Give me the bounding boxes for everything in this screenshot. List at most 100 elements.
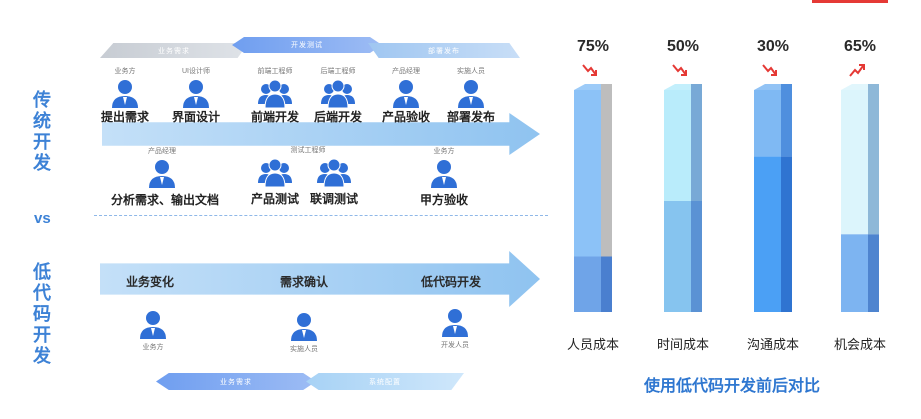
bar-segment-before xyxy=(664,90,691,201)
title-char: 低 xyxy=(33,262,51,282)
bar-value-label: 30% xyxy=(756,38,790,55)
top-accent-line xyxy=(812,0,888,3)
bar-side-before xyxy=(781,84,792,157)
role-card: 业务方 提出需求 xyxy=(100,66,150,125)
role-label: 产品测试 xyxy=(250,192,299,206)
bar-segment-after xyxy=(754,156,781,312)
bar-时间成本 xyxy=(664,84,702,312)
bar-segment-after xyxy=(664,201,691,312)
single-person-icon xyxy=(289,311,319,341)
role-card: 业务方 甲方验收 xyxy=(416,146,472,208)
single-person-icon xyxy=(391,78,421,108)
title-char: 统 xyxy=(33,111,51,131)
bar-side-before xyxy=(691,84,702,201)
role-card: UI设计师 界面设计 xyxy=(171,66,221,125)
role-card: 联调测试 xyxy=(306,146,362,207)
role-label: 产品验收 xyxy=(381,110,430,124)
bar-segment-before xyxy=(574,90,601,257)
trend-down-icon xyxy=(762,64,777,76)
role-caption: 产品经理 xyxy=(148,148,176,155)
role-label: 部署发布 xyxy=(446,110,495,124)
bar-category-label: 人员成本 xyxy=(566,337,619,352)
role-caption: UI设计师 xyxy=(182,68,210,75)
bar-category-label: 沟通成本 xyxy=(746,337,799,352)
title-traditional: 传 统 开 发 xyxy=(30,90,54,174)
title-char: 发 xyxy=(33,346,51,366)
bar-side-after xyxy=(868,234,879,312)
bar-value-label: 50% xyxy=(666,38,700,55)
title-char: 传 xyxy=(33,90,51,110)
chart-plot: 75% 人员成本 50% 时间成本 30% 沟通成本 65% 机会成本 xyxy=(560,30,910,360)
single-person-icon xyxy=(456,78,486,108)
title-char: 开 xyxy=(33,132,51,152)
role-caption xyxy=(306,146,362,155)
flow-step-label: 低代码开发 xyxy=(421,275,482,289)
group-people-icon xyxy=(258,157,292,187)
role-label: 分析需求、输出文档 xyxy=(111,193,220,207)
flow-step-label: 业务变化 xyxy=(126,275,175,289)
group-people-icon xyxy=(258,78,292,108)
role-label: 联调测试 xyxy=(309,192,358,206)
bar-side-after xyxy=(781,156,792,312)
role-card: 实施人员 xyxy=(276,311,332,354)
bar-segment-after xyxy=(574,256,601,312)
title-lowcode: 低 代 码 开 发 xyxy=(30,262,54,367)
role-label: 提出需求 xyxy=(100,110,149,124)
role-caption: 产品经理 xyxy=(392,68,420,75)
bar-沟通成本 xyxy=(754,84,792,312)
role-caption: 业务方 xyxy=(114,68,136,75)
bar-side-after xyxy=(601,256,612,312)
title-char: 发 xyxy=(33,153,51,173)
role-card: 业务方 xyxy=(128,309,178,352)
role-caption: 后端工程师 xyxy=(320,68,356,75)
single-person-icon xyxy=(110,78,140,108)
bar-value-label: 75% xyxy=(576,38,610,55)
chart-title: 使用低代码开发前后对比 xyxy=(644,378,821,395)
title-char: 代 xyxy=(33,283,51,303)
role-card: 产品经理 分析需求、输出文档 xyxy=(111,146,220,208)
role-caption: 实施人员 xyxy=(290,346,318,353)
role-caption: 测试工程师 xyxy=(290,147,326,154)
role-caption: 业务方 xyxy=(433,148,455,155)
bar-value-label: 65% xyxy=(843,38,877,55)
single-person-icon xyxy=(181,78,211,108)
bar-人员成本 xyxy=(574,84,612,312)
bar-机会成本 xyxy=(841,84,879,312)
role-card: 前端工程师 前端开发 xyxy=(247,66,303,125)
single-person-icon xyxy=(429,158,459,188)
role-card: 实施人员 部署发布 xyxy=(446,66,496,125)
bar-category-label: 机会成本 xyxy=(833,337,886,352)
role-label: 甲方验收 xyxy=(419,193,468,207)
stage-requirement-lowcode: 业务需求 xyxy=(156,373,316,390)
vs-label: vs xyxy=(34,210,51,227)
role-label: 界面设计 xyxy=(171,110,220,124)
group-people-icon xyxy=(321,78,355,108)
title-char: 码 xyxy=(33,304,51,324)
group-people-icon xyxy=(317,157,351,187)
stage-system-config: 系统配置 xyxy=(306,373,464,390)
bar-category-label: 时间成本 xyxy=(656,337,709,352)
title-char: 开 xyxy=(33,325,51,345)
role-card: 后端工程师 后端开发 xyxy=(310,66,366,125)
role-card: 开发人员 xyxy=(427,307,483,350)
flow-step-label: 需求确认 xyxy=(280,275,329,289)
role-label: 前端开发 xyxy=(250,110,299,124)
role-card: 产品经理 产品验收 xyxy=(381,66,431,125)
stage-deploy: 部署发布 xyxy=(368,43,520,58)
bar-segment-after xyxy=(841,234,868,312)
trend-down-icon xyxy=(672,64,687,76)
section-divider xyxy=(94,215,548,216)
role-label: 后端开发 xyxy=(313,110,362,124)
single-person-icon xyxy=(440,307,470,337)
single-person-icon xyxy=(147,158,177,188)
stage-dev-test: 开发测试 xyxy=(232,37,382,53)
bar-segment-before xyxy=(754,90,781,157)
trend-up-icon xyxy=(849,64,865,77)
bar-side-before xyxy=(868,84,879,235)
bar-side-after xyxy=(691,201,702,312)
role-caption: 业务方 xyxy=(142,344,164,351)
role-caption: 前端工程师 xyxy=(257,68,293,75)
bar-side-before xyxy=(601,84,612,257)
comparison-chart: 75% 人员成本 50% 时间成本 30% 沟通成本 65% 机会成本 使用低代码开发前后对比 xyxy=(560,30,910,400)
single-person-icon xyxy=(138,309,168,339)
